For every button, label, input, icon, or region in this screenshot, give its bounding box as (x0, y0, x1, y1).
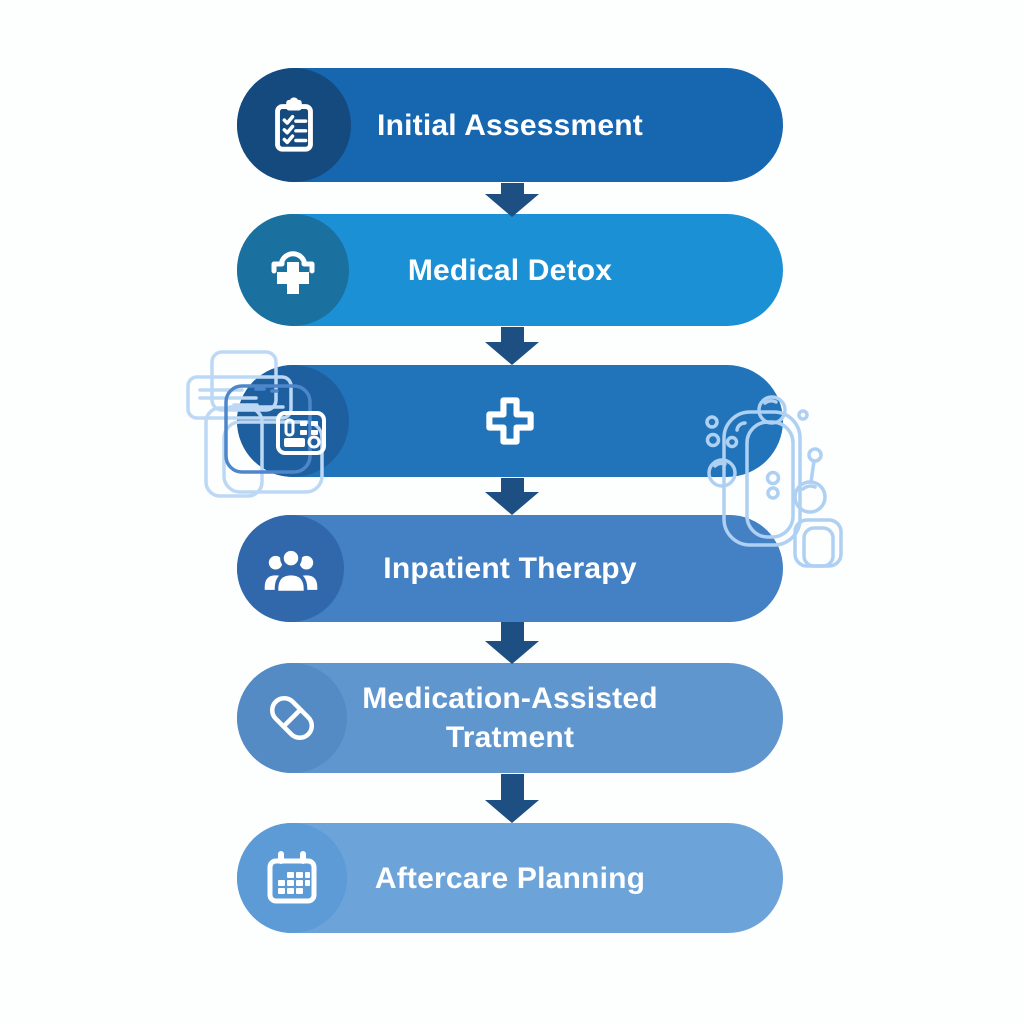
stage-icon-circle (237, 823, 347, 933)
calendar-icon (267, 851, 317, 904)
stage-initial-assessment: Initial Assessment (237, 68, 783, 182)
stage-aftercare-planning: Aftercare Planning (237, 823, 783, 933)
stage-inpatient-therapy: Inpatient Therapy (237, 515, 783, 622)
down-arrow-icon (485, 622, 539, 664)
stage-icon-circle (237, 663, 347, 773)
stage-label: Medical Detox (407, 253, 613, 287)
stage-medical-detox: Medical Detox (237, 214, 783, 326)
stage-icon-circle (237, 515, 344, 622)
people-group-icon (264, 546, 317, 594)
stage-icon-circle (237, 365, 349, 477)
stage-unlabeled (237, 365, 783, 477)
stage-label: Inpatient Therapy (383, 552, 637, 585)
stage-label: Aftercare Planning (374, 861, 646, 895)
plus-outline-icon (486, 397, 534, 445)
down-arrow-icon (485, 327, 539, 365)
down-arrow-icon (485, 183, 539, 217)
pill-capsule-icon (269, 695, 315, 741)
down-arrow-icon (485, 774, 539, 823)
stage-medication-assisted-treatment: Medication-Assisted Tratment (237, 663, 783, 773)
medical-cross-cap-icon (271, 251, 315, 294)
down-arrow-icon (485, 478, 539, 515)
stage-icon-circle (237, 214, 349, 326)
stage-label: Medication-Assisted Tratment (362, 682, 658, 754)
clipboard-checklist-icon (275, 97, 313, 152)
stage-label: Initial Assessment (377, 108, 643, 142)
stage-icon-circle (237, 68, 351, 182)
